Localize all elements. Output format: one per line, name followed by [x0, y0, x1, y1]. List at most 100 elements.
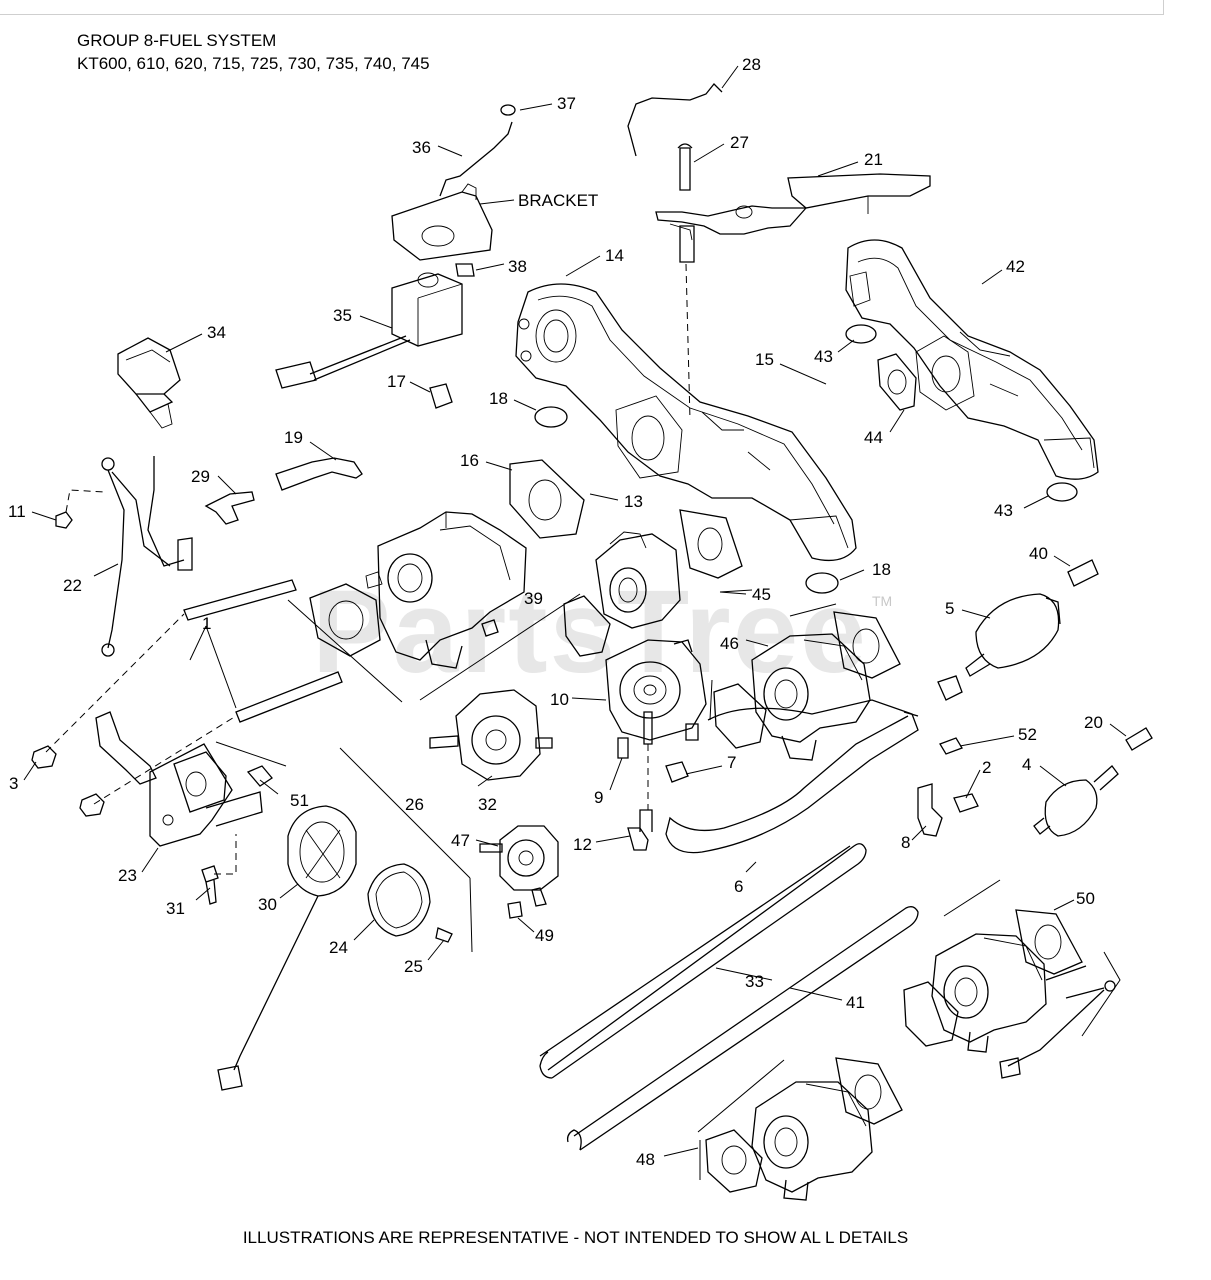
callout-labels: 28 37 36 BRACKET 38 27 21 14 42 34 35 17…	[8, 55, 1103, 1169]
top-frame-border	[0, 0, 1164, 15]
part-7-clamp	[665, 761, 689, 783]
part-40-bushing	[1067, 559, 1099, 587]
part-17-bushing	[429, 383, 453, 409]
part-12-elbow-fitting	[627, 809, 653, 851]
callout-3: 3	[9, 774, 18, 793]
callout-51: 51	[290, 791, 309, 810]
part-25-screw	[435, 927, 453, 943]
callout-14: 14	[605, 246, 624, 265]
part-5-clamp	[937, 675, 963, 701]
callout-19: 19	[284, 428, 303, 447]
part-16-gasket	[509, 459, 585, 539]
callout-28: 28	[742, 55, 761, 74]
callout-45: 45	[752, 585, 771, 604]
part-29-fitting	[204, 491, 255, 525]
callout-49: 49	[535, 926, 554, 945]
callout-18-upper: 18	[489, 389, 508, 408]
part-27-screw	[677, 143, 693, 191]
callout-32: 32	[478, 795, 497, 814]
part-34-fuel-solenoid	[117, 337, 181, 429]
part-6-fuel-hose	[665, 699, 919, 854]
callout-6: 6	[734, 877, 743, 896]
callout-43-lower: 43	[994, 501, 1013, 520]
watermark-trademark: TM	[872, 593, 892, 609]
callout-27: 27	[730, 133, 749, 152]
part-45-carburetor	[563, 509, 743, 657]
part-48-bracket-lines	[697, 1059, 785, 1180]
callout-20: 20	[1084, 713, 1103, 732]
callout-18-lower: 18	[872, 560, 891, 579]
part-41-fuel-line	[566, 906, 919, 1151]
callout-22: 22	[63, 576, 82, 595]
callout-36: 36	[412, 138, 431, 157]
part-30-connector	[217, 1065, 243, 1091]
part-43-oring-lower	[1046, 482, 1078, 502]
part-46-bracket-lines	[709, 603, 837, 721]
callout-46: 46	[720, 634, 739, 653]
part-19-hose	[275, 457, 363, 491]
part-51-clip	[246, 765, 273, 787]
part-20-bushing	[1125, 727, 1153, 751]
callout-30: 30	[258, 895, 277, 914]
title-block: GROUP 8-FUEL SYSTEM KT600, 610, 620, 715…	[77, 29, 430, 75]
callout-16: 16	[460, 451, 479, 470]
part-44-gasket-hole	[887, 369, 907, 395]
part-4-fuel-filter	[1033, 765, 1119, 837]
part-2-screw	[953, 793, 979, 813]
part-49-screw	[507, 901, 523, 919]
part-1-stud-upper	[183, 579, 297, 621]
part-9-screw-right	[685, 723, 699, 741]
callout-37: 37	[557, 94, 576, 113]
callout-29: 29	[191, 467, 210, 486]
callout-8: 8	[901, 833, 910, 852]
part-24-gasket-inner	[375, 871, 423, 929]
callout-23: 23	[118, 866, 137, 885]
part-13-flange-gasket	[309, 583, 381, 657]
part-44-gasket	[877, 353, 917, 411]
watermark-text: PartsTree	[312, 566, 868, 698]
bracket-tab	[461, 183, 477, 200]
part-13-bracket-lines	[287, 593, 581, 703]
part-8-clip	[917, 783, 943, 837]
part-45-bracket-line	[719, 589, 753, 593]
part-21-throttle-lever	[655, 173, 931, 241]
part-43-oring-upper	[845, 324, 877, 344]
part-21-shaft	[679, 225, 695, 263]
part-39-screw	[481, 619, 499, 637]
part-30-wire-lead	[233, 895, 319, 1071]
bracket-hole	[421, 225, 455, 247]
footer-disclaimer: ILLUSTRATIONS ARE REPRESENTATIVE - NOT I…	[0, 1228, 1211, 1248]
part-18-oring-lower	[805, 572, 839, 594]
part-36-link	[439, 121, 513, 197]
part-1-stud-lower	[235, 671, 343, 723]
leader-lines	[23, 65, 1127, 1157]
callout-24: 24	[329, 938, 348, 957]
part-13-carburetor	[365, 511, 527, 669]
callout-25: 25	[404, 957, 423, 976]
stud-lower-alignment	[93, 715, 237, 805]
bracket-plate	[391, 191, 493, 261]
callout-33: 33	[745, 972, 764, 991]
callout-7: 7	[727, 753, 736, 772]
callout-12: 12	[573, 835, 592, 854]
callout-4: 4	[1022, 755, 1031, 774]
part-47-fuel-pump	[479, 825, 559, 907]
diagram-title: GROUP 8-FUEL SYSTEM	[77, 31, 277, 50]
part-9-screw-left	[617, 737, 629, 759]
callout-13: 13	[624, 492, 643, 511]
part-32-fuel-pump	[429, 689, 553, 781]
part-31-screw	[201, 865, 219, 905]
part-35-solenoid	[275, 272, 463, 389]
callout-5: 5	[945, 599, 954, 618]
callout-39: 39	[524, 589, 543, 608]
part-10-fuel-pump	[605, 639, 707, 745]
part-13-gasket-hole	[328, 600, 364, 640]
callout-42: 42	[1006, 257, 1025, 276]
part-26-group-lines	[215, 741, 473, 953]
callout-bracket: BRACKET	[518, 191, 598, 210]
part-33-fuel-line	[539, 843, 867, 1079]
callout-11: 11	[8, 502, 26, 521]
part-48-carburetor	[705, 1057, 903, 1201]
stud-upper-alignment	[45, 613, 185, 753]
